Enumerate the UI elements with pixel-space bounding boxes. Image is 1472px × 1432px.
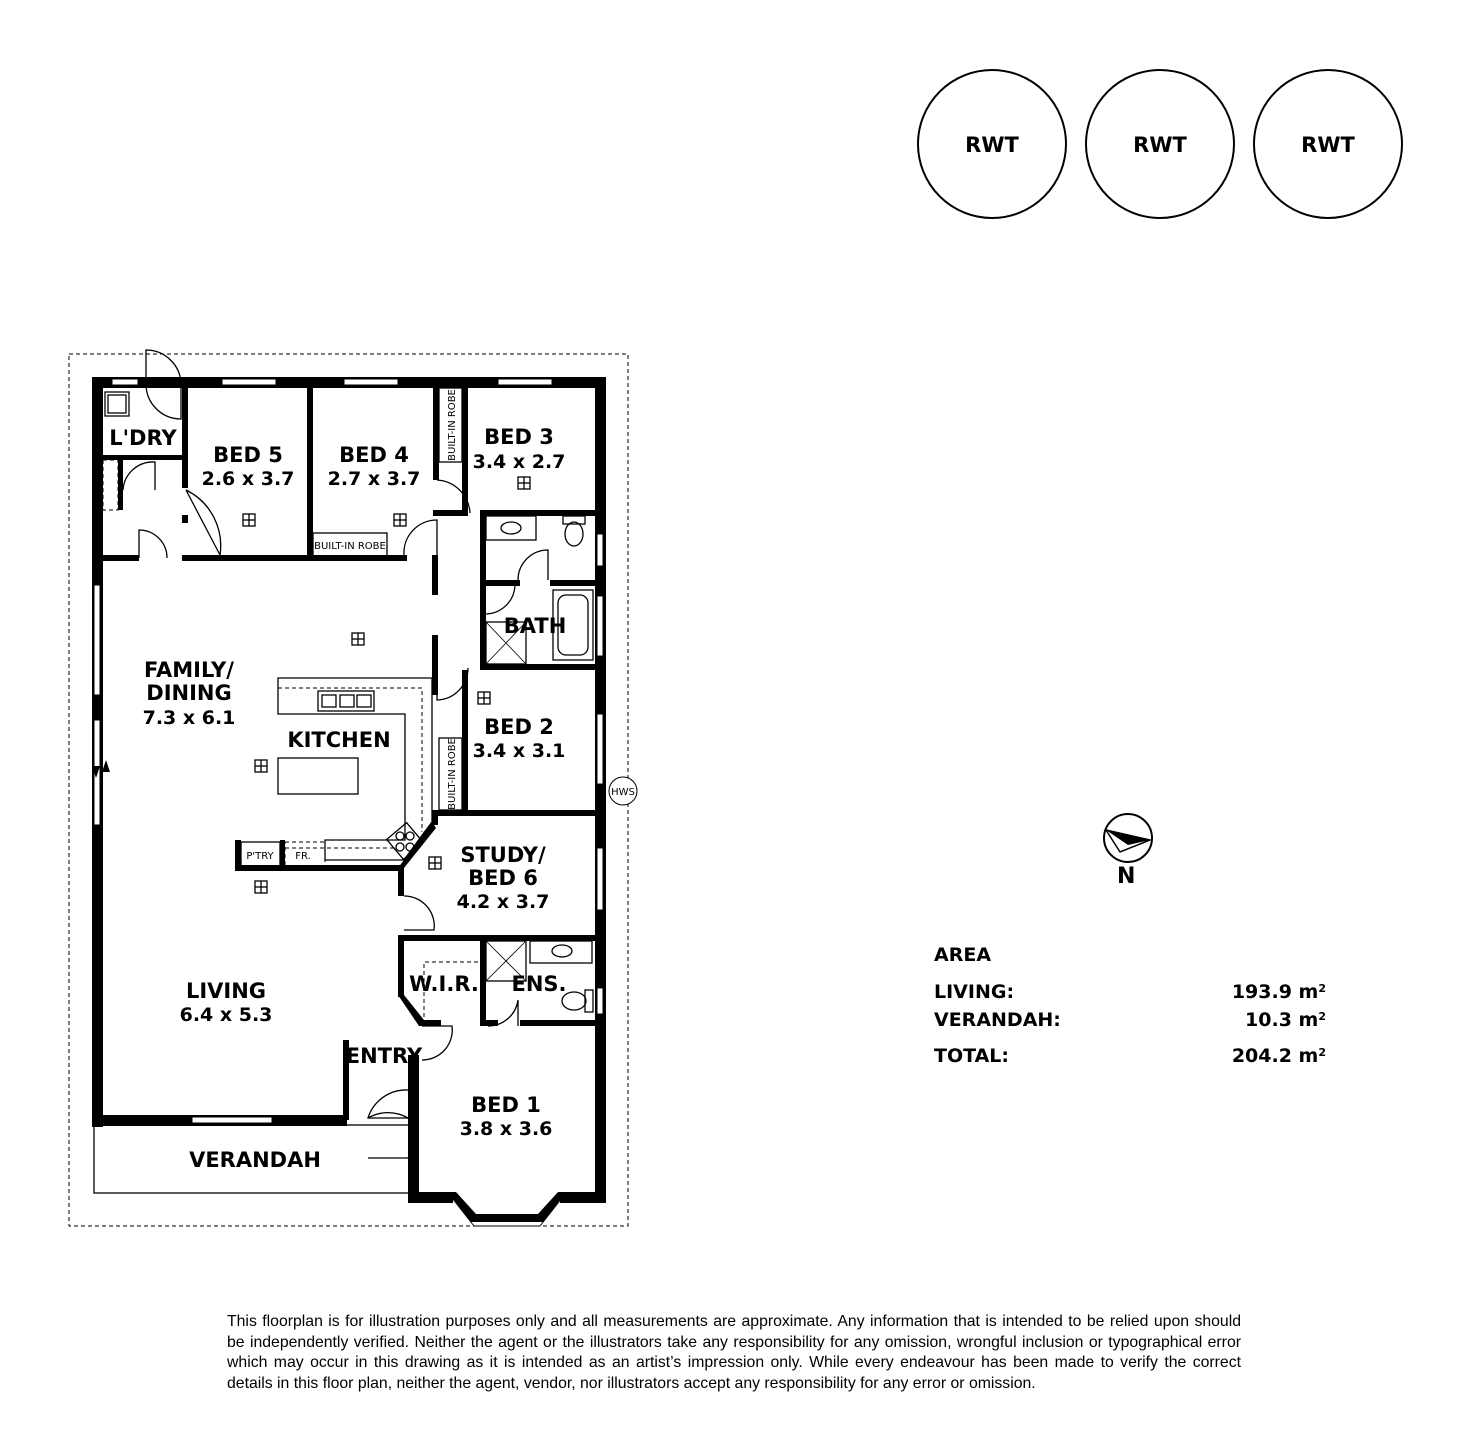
pantry: P'TRY (240, 841, 281, 867)
room-bed2-dims: 3.4 x 3.1 (473, 740, 566, 762)
laundry-cupboard (102, 459, 119, 511)
bay-window (448, 1192, 566, 1227)
room-bed4-name: BED 4 (339, 443, 409, 467)
compass-icon (1103, 813, 1153, 863)
room-study-name-1: STUDY/ (460, 843, 546, 867)
robe-label: BUILT-IN ROBE (314, 541, 386, 552)
interior-walls (103, 388, 600, 1120)
fridge-label: FR. (295, 851, 311, 862)
room-bed5-dims: 2.6 x 3.7 (202, 468, 295, 490)
rainwater-tank-label: RWT (1301, 133, 1355, 157)
toilet-icon (562, 515, 586, 547)
ensuite-shower (485, 940, 527, 982)
kitchen-sink (317, 690, 375, 712)
room-verandah-name: VERANDAH (189, 1148, 321, 1172)
hot-water-system: HWS (608, 776, 638, 806)
area-row-value: 10.3 m2 (1245, 1009, 1326, 1031)
rainwater-tank-label: RWT (965, 133, 1019, 157)
room-family-name-2: DINING (146, 681, 231, 705)
area-row-value: 193.9 m2 (1231, 981, 1326, 1003)
room-family-name-1: FAMILY/ (144, 658, 234, 682)
room-study-dims: 4.2 x 3.7 (457, 891, 550, 913)
room-laundry-name: L'DRY (109, 426, 177, 450)
robe-label: BUILT-IN ROBE (447, 738, 458, 810)
bath-shower (485, 621, 527, 665)
room-ens-name: ENS. (511, 972, 566, 996)
area-row-label: VERANDAH: (934, 1009, 1061, 1031)
built-in-robe-bed4: BUILT-IN ROBE (312, 532, 388, 557)
area-row-verandah: VERANDAH: 10.3 m2 (934, 1006, 1326, 1034)
rainwater-tank-3: RWT (1253, 69, 1403, 219)
room-kitchen-name: KITCHEN (287, 728, 390, 752)
bath-vanity (485, 515, 537, 541)
area-row-living: LIVING: 193.9 m2 (934, 978, 1326, 1006)
doors (92, 349, 549, 1159)
room-bed5-name: BED 5 (213, 443, 283, 467)
room-living-name: LIVING (186, 979, 266, 1003)
area-row-total: TOTAL: 204.2 m2 (934, 1042, 1326, 1070)
area-total-value: 204.2 m2 (1231, 1045, 1326, 1067)
robe-label: BUILT-IN ROBE (447, 389, 458, 461)
rainwater-tank-2: RWT (1085, 69, 1235, 219)
built-in-robe-bed2: BUILT-IN ROBE (438, 737, 463, 811)
room-family-dims: 7.3 x 6.1 (143, 707, 236, 729)
fridge-space: FR. (284, 841, 326, 867)
bathtub (552, 589, 594, 661)
pantry-label: P'TRY (246, 851, 274, 862)
area-row-label: LIVING: (934, 981, 1015, 1003)
room-bed1-name: BED 1 (471, 1093, 541, 1117)
room-bed2-name: BED 2 (484, 715, 554, 739)
room-bed3-dims: 3.4 x 2.7 (473, 451, 566, 473)
room-bed3-name: BED 3 (484, 425, 554, 449)
room-study-name-2: BED 6 (468, 866, 538, 890)
wir-shelf (423, 961, 478, 1024)
room-living-dims: 6.4 x 5.3 (180, 1004, 273, 1026)
hws-label: HWS (611, 787, 635, 798)
cooktop (385, 821, 425, 861)
rainwater-tank-1: RWT (917, 69, 1067, 219)
rainwater-tank-label: RWT (1133, 133, 1187, 157)
area-heading: AREA (934, 944, 992, 966)
ensuite-vanity (529, 940, 593, 964)
room-bed4-dims: 2.7 x 3.7 (328, 468, 421, 490)
room-bed1-dims: 3.8 x 3.6 (460, 1118, 553, 1140)
toilet-icon (561, 989, 594, 1013)
room-bath-name: BATH (504, 614, 567, 638)
laundry-tub (104, 391, 130, 417)
room-entry-name: ENTRY (346, 1044, 423, 1068)
room-wir-name: W.I.R. (409, 972, 479, 996)
disclaimer-text: This floorplan is for illustration purpo… (227, 1313, 1241, 1392)
area-total-label: TOTAL: (934, 1045, 1010, 1067)
built-in-robe-bed3: BUILT-IN ROBE (438, 387, 463, 463)
compass-north-label: N (1117, 864, 1136, 889)
area-summary: AREA LIVING: 193.9 m2 VERANDAH: 10.3 m2 … (934, 944, 1326, 1070)
kitchen-island (277, 757, 359, 795)
ceiling-fixtures (242, 476, 531, 894)
